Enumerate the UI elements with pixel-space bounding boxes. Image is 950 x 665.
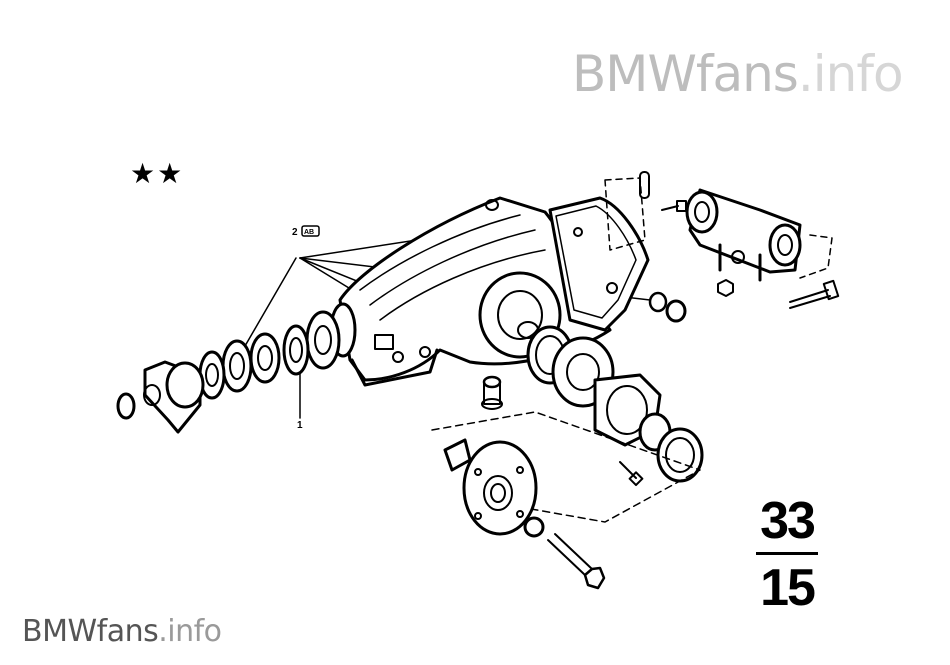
pinion-bearing-stack	[198, 302, 357, 400]
callout-label-2-box-text: AB	[304, 229, 314, 236]
nut-cover	[665, 299, 687, 323]
rubber-mount-bracket	[685, 188, 802, 282]
page-code-block: 33 15	[754, 494, 820, 615]
dashed-outline-right	[799, 234, 833, 279]
page-code-subgroup: 15	[760, 559, 816, 617]
side-output-assembly	[526, 325, 704, 483]
output-flange	[443, 438, 538, 536]
bolt-washer	[523, 516, 545, 538]
dashed-outline-top	[604, 177, 646, 251]
callout-label-1: 1	[297, 420, 303, 431]
drain-plug	[481, 375, 503, 410]
watermark-top: BMWfans.info	[572, 44, 904, 104]
callout-label-2: 2	[292, 227, 298, 238]
flange-nut	[116, 392, 136, 420]
dashed-outline-bottom	[431, 411, 701, 523]
small-bolt-top	[661, 200, 687, 212]
double-star-marker: ★★	[130, 158, 185, 189]
watermark-bottom: BMWfans.info	[22, 612, 222, 652]
washer-cover	[648, 291, 668, 313]
long-bolt-bottom	[547, 533, 606, 590]
callout-label-2-box	[301, 225, 320, 237]
watermark-bottom-brand: BMWfans	[22, 614, 159, 649]
nut-small	[717, 279, 734, 297]
small-plug	[639, 171, 650, 199]
page-code-group: 33	[760, 492, 816, 550]
small-bolt-bottom	[619, 461, 644, 487]
input-drive-flange	[143, 360, 205, 434]
watermark-top-brand: BMWfans	[572, 45, 799, 103]
watermark-top-suffix: .info	[797, 45, 904, 103]
rear-cover	[548, 196, 650, 332]
watermark-bottom-suffix: .info	[158, 614, 222, 649]
long-bolt-right	[789, 279, 840, 309]
page-code-divider	[756, 552, 818, 555]
